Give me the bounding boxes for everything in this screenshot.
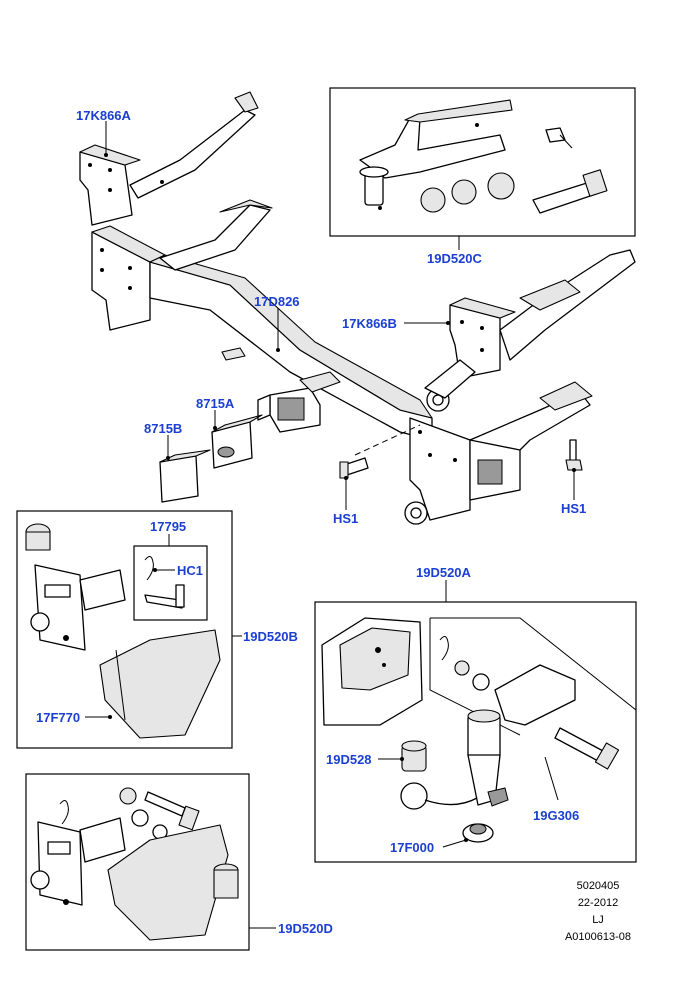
- label-17795: 17795: [150, 519, 186, 534]
- label-19d520d: 19D520D: [278, 921, 333, 936]
- label-19d520b: 19D520B: [243, 629, 298, 644]
- label-19d528: 19D528: [326, 752, 372, 767]
- label-19d520a: 19D520A: [416, 565, 472, 580]
- bolt-hs1-left: [339, 457, 369, 479]
- box-19d520b: [16, 510, 233, 749]
- label-hs1-right: HS1: [561, 501, 586, 516]
- label-hs1-left: HS1: [333, 511, 358, 526]
- label-hc1: HC1: [177, 563, 203, 578]
- label-17k866a: 17K866A: [76, 108, 132, 123]
- bracket-17k866a: [79, 91, 259, 226]
- label-17d826: 17D826: [254, 294, 300, 309]
- label-19g306: 19G306: [533, 808, 579, 823]
- kit-19d520d-parts: [30, 787, 239, 941]
- info-line-4: A0100613-08: [565, 931, 631, 943]
- module-8715a: [211, 414, 263, 469]
- leader-lines: [85, 121, 576, 929]
- info-line-3: LJ: [592, 914, 604, 926]
- label-8715a: 8715A: [196, 396, 235, 411]
- kit-19d520a-parts: [321, 617, 637, 843]
- label-19d520c: 19D520C: [427, 251, 483, 266]
- box-19d520c: [329, 87, 636, 237]
- clip-and-pin-17795: [144, 556, 185, 609]
- bracket-17k866b: [424, 249, 636, 412]
- label-17f000: 17F000: [390, 840, 434, 855]
- box-19d520a: [314, 601, 637, 863]
- tow-bar-frame-17d826: [91, 199, 593, 525]
- bolt-hs1-right: [565, 439, 583, 471]
- module-8715b: [159, 449, 211, 503]
- reference-info: 5020405 22-2012 LJ A0100613-08: [565, 880, 631, 943]
- info-line-2: 22-2012: [578, 897, 618, 909]
- box-19d520d: [25, 773, 250, 951]
- label-17k866b: 17K866B: [342, 316, 397, 331]
- label-17f770: 17F770: [36, 710, 80, 725]
- kit-19d520b-parts: [25, 523, 221, 739]
- label-8715b: 8715B: [144, 421, 182, 436]
- box-17795: [133, 545, 208, 621]
- info-line-1: 5020405: [577, 880, 620, 892]
- kit-19d520c-parts: [359, 99, 608, 214]
